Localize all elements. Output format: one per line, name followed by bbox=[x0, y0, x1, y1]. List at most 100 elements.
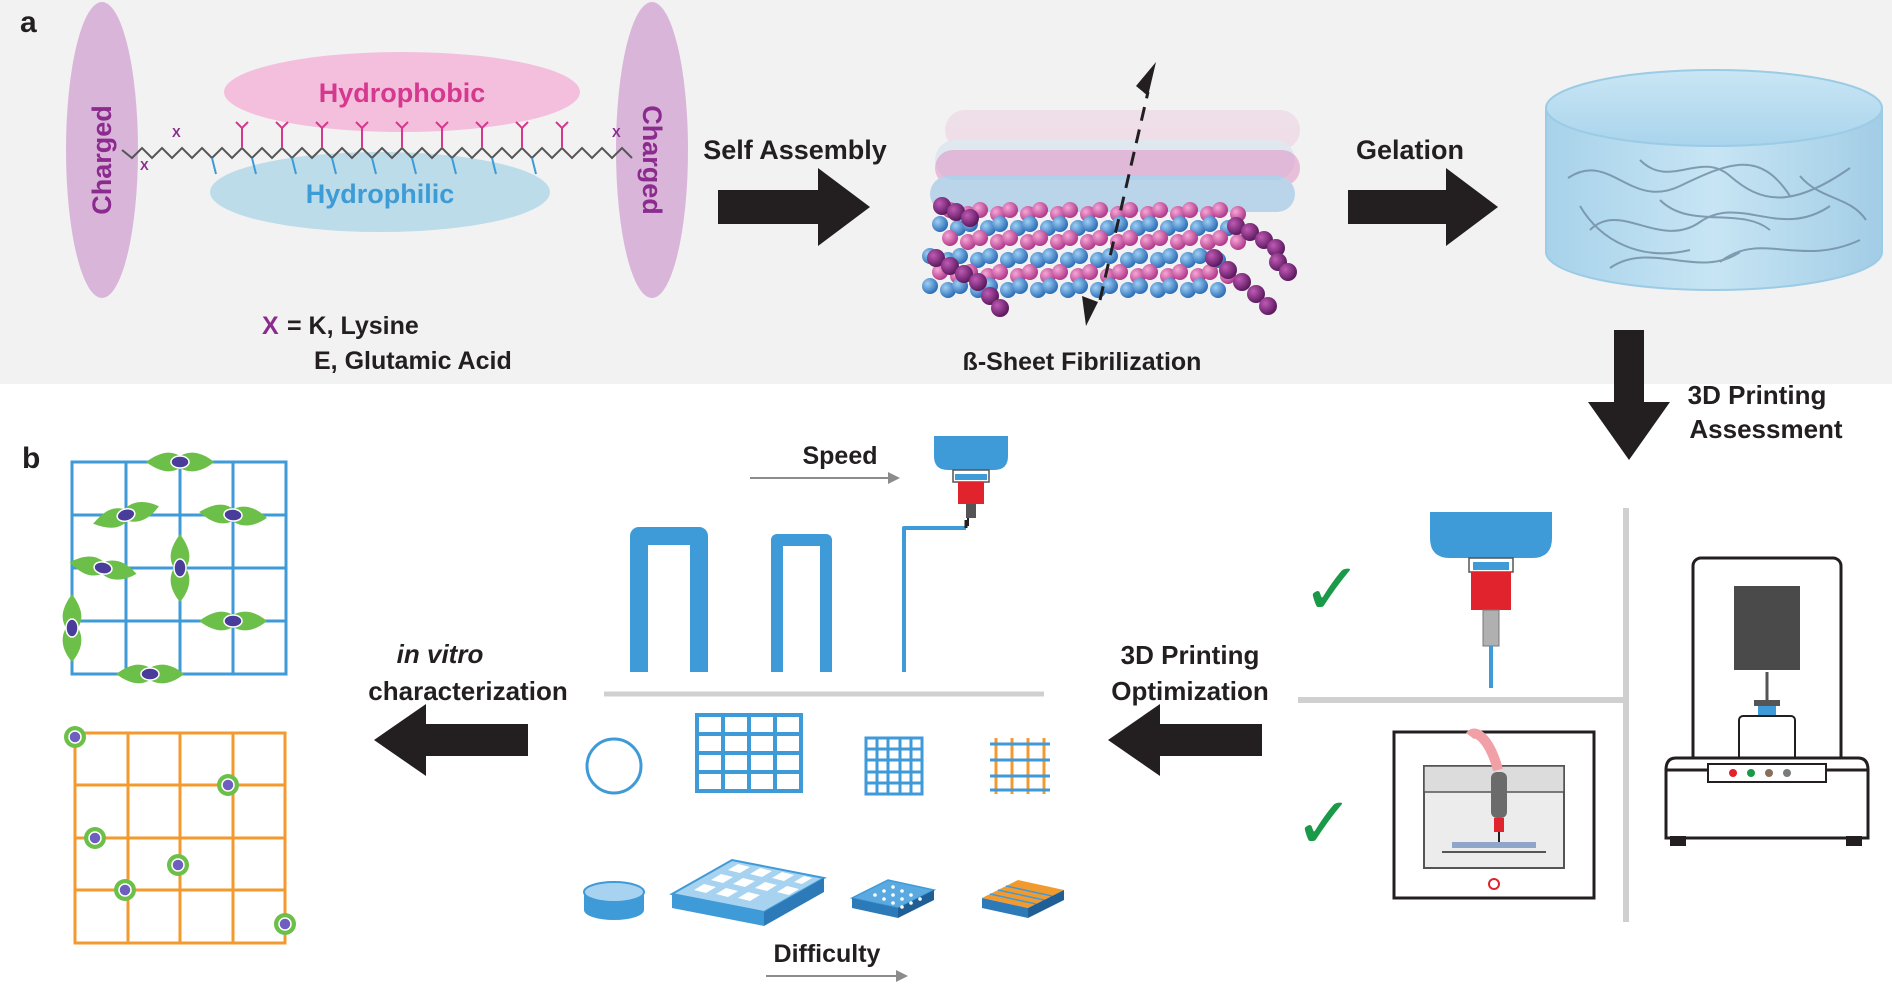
fibril-bead bbox=[1202, 264, 1218, 280]
fibril-bead bbox=[947, 203, 965, 221]
lattice-3d-shape bbox=[669, 858, 827, 926]
fibril-bead bbox=[981, 287, 999, 305]
gelation-label: Gelation bbox=[1356, 135, 1464, 165]
check-icon-nozzle: ✓ bbox=[1302, 550, 1362, 630]
hydrophobic-side-chains bbox=[235, 121, 569, 148]
fibril-bead bbox=[1042, 278, 1058, 294]
spread-cell bbox=[146, 452, 214, 472]
fibril-bead bbox=[1279, 263, 1297, 281]
dual-lattice-3d-shape bbox=[982, 880, 1064, 918]
fibril-axis-arrowhead-bottom bbox=[1082, 296, 1098, 326]
spread-cell bbox=[199, 504, 267, 526]
spread-cell bbox=[69, 556, 137, 580]
fibril-bead bbox=[1152, 202, 1168, 218]
x-definition-line2: E, Glutamic Acid bbox=[314, 347, 512, 375]
fibril-bead bbox=[1062, 230, 1078, 246]
backbone-x-label-1: X bbox=[140, 158, 149, 173]
hydrophilic-label: Hydrophilic bbox=[306, 179, 455, 209]
fibril-bead bbox=[1152, 230, 1168, 246]
fibril-bead bbox=[1062, 202, 1078, 218]
circle-shape bbox=[585, 737, 643, 795]
assessment-arrow bbox=[1588, 330, 1670, 460]
fibril-bead bbox=[1192, 248, 1208, 264]
panel-b-letter: b bbox=[22, 442, 40, 475]
printing-assessment-line2: Assessment bbox=[1689, 414, 1843, 444]
fibril-bead bbox=[1241, 223, 1259, 241]
fibril-bead bbox=[1182, 202, 1198, 218]
large-grid-shape bbox=[695, 713, 803, 793]
round-cell bbox=[167, 854, 189, 876]
round-cell bbox=[114, 879, 136, 901]
fibril-bead bbox=[1012, 278, 1028, 294]
fibril-bead bbox=[1230, 234, 1246, 250]
printing-assessment-line1: 3D Printing bbox=[1688, 380, 1827, 410]
fibril-bead bbox=[1142, 264, 1158, 280]
fibril-bead bbox=[1132, 248, 1148, 264]
peptide-backbone bbox=[121, 146, 633, 160]
printing-optimization-line2: Optimization bbox=[1111, 676, 1268, 706]
speed-arrow-head bbox=[888, 472, 900, 484]
spread-cell bbox=[93, 502, 159, 528]
fibril-bead bbox=[941, 257, 959, 275]
fibril-bead bbox=[1247, 285, 1265, 303]
gelation-arrow bbox=[1348, 168, 1498, 246]
check-icon-printer: ✓ bbox=[1294, 784, 1354, 864]
disc-3d-shape bbox=[583, 881, 645, 920]
dual-material-grid-shape bbox=[990, 738, 1050, 794]
fibril-bead bbox=[1205, 249, 1223, 267]
hydrophobic-ellipse bbox=[224, 52, 580, 132]
hydrophilic-side-chains bbox=[211, 157, 537, 175]
round-cell bbox=[84, 827, 106, 849]
hydrogel-cylinder bbox=[1545, 69, 1883, 291]
fibril-bead bbox=[1182, 230, 1198, 246]
spread-cell bbox=[199, 611, 267, 631]
extrusion-nozzle bbox=[1430, 512, 1552, 688]
rheometer-illustration bbox=[1664, 556, 1870, 846]
difficulty-label: Difficulty bbox=[774, 940, 881, 968]
orange-cell-scaffold bbox=[64, 726, 296, 945]
backbone-x-label-2: X bbox=[172, 125, 181, 140]
fibril-bead bbox=[955, 265, 973, 283]
fibril-bead bbox=[1102, 248, 1118, 264]
round-cell bbox=[217, 774, 239, 796]
fibril-bead bbox=[1022, 264, 1038, 280]
fibril-bead bbox=[932, 216, 948, 232]
round-cell bbox=[64, 726, 86, 748]
in-vitro-arrow bbox=[374, 704, 528, 776]
fibril-bead bbox=[1022, 216, 1038, 232]
beta-sheet-label: ß-Sheet Fibrilization bbox=[963, 348, 1202, 376]
fibril-bead bbox=[1122, 230, 1138, 246]
bioprinter-illustration bbox=[1392, 728, 1596, 900]
fibril-bead bbox=[1162, 248, 1178, 264]
difficulty-arrow-head bbox=[896, 970, 908, 982]
fibril-bead bbox=[1042, 248, 1058, 264]
charged-left-ellipse bbox=[66, 2, 138, 298]
printed-strands bbox=[630, 520, 968, 672]
self-assembly-label: Self Assembly bbox=[703, 135, 887, 165]
backbone-x-label-3: X bbox=[612, 125, 621, 140]
fibril-bead bbox=[1112, 264, 1128, 280]
spread-cell bbox=[170, 534, 190, 602]
blue-cell-scaffold bbox=[62, 452, 288, 684]
fibril-bead bbox=[927, 249, 945, 267]
fibril-bead bbox=[1142, 216, 1158, 232]
optimization-arrow bbox=[1108, 704, 1262, 776]
fibril-bead bbox=[1172, 216, 1188, 232]
fibril-bead bbox=[942, 230, 958, 246]
speed-print-nozzle bbox=[934, 436, 1008, 526]
fibril-bead bbox=[1002, 202, 1018, 218]
fibril-bead bbox=[982, 248, 998, 264]
fibril-bead bbox=[1052, 264, 1068, 280]
fibril-bead bbox=[1210, 282, 1226, 298]
fibril-bead bbox=[1032, 230, 1048, 246]
fibril-bead bbox=[1227, 217, 1245, 235]
fibril-bead bbox=[1112, 216, 1128, 232]
fine-lattice-3d-shape bbox=[849, 879, 937, 918]
printing-optimization-line1: 3D Printing bbox=[1121, 640, 1260, 670]
fibril-bead bbox=[1072, 278, 1088, 294]
spread-cell bbox=[116, 664, 184, 684]
fibril-bead bbox=[1212, 202, 1228, 218]
fibril-bead bbox=[1102, 278, 1118, 294]
